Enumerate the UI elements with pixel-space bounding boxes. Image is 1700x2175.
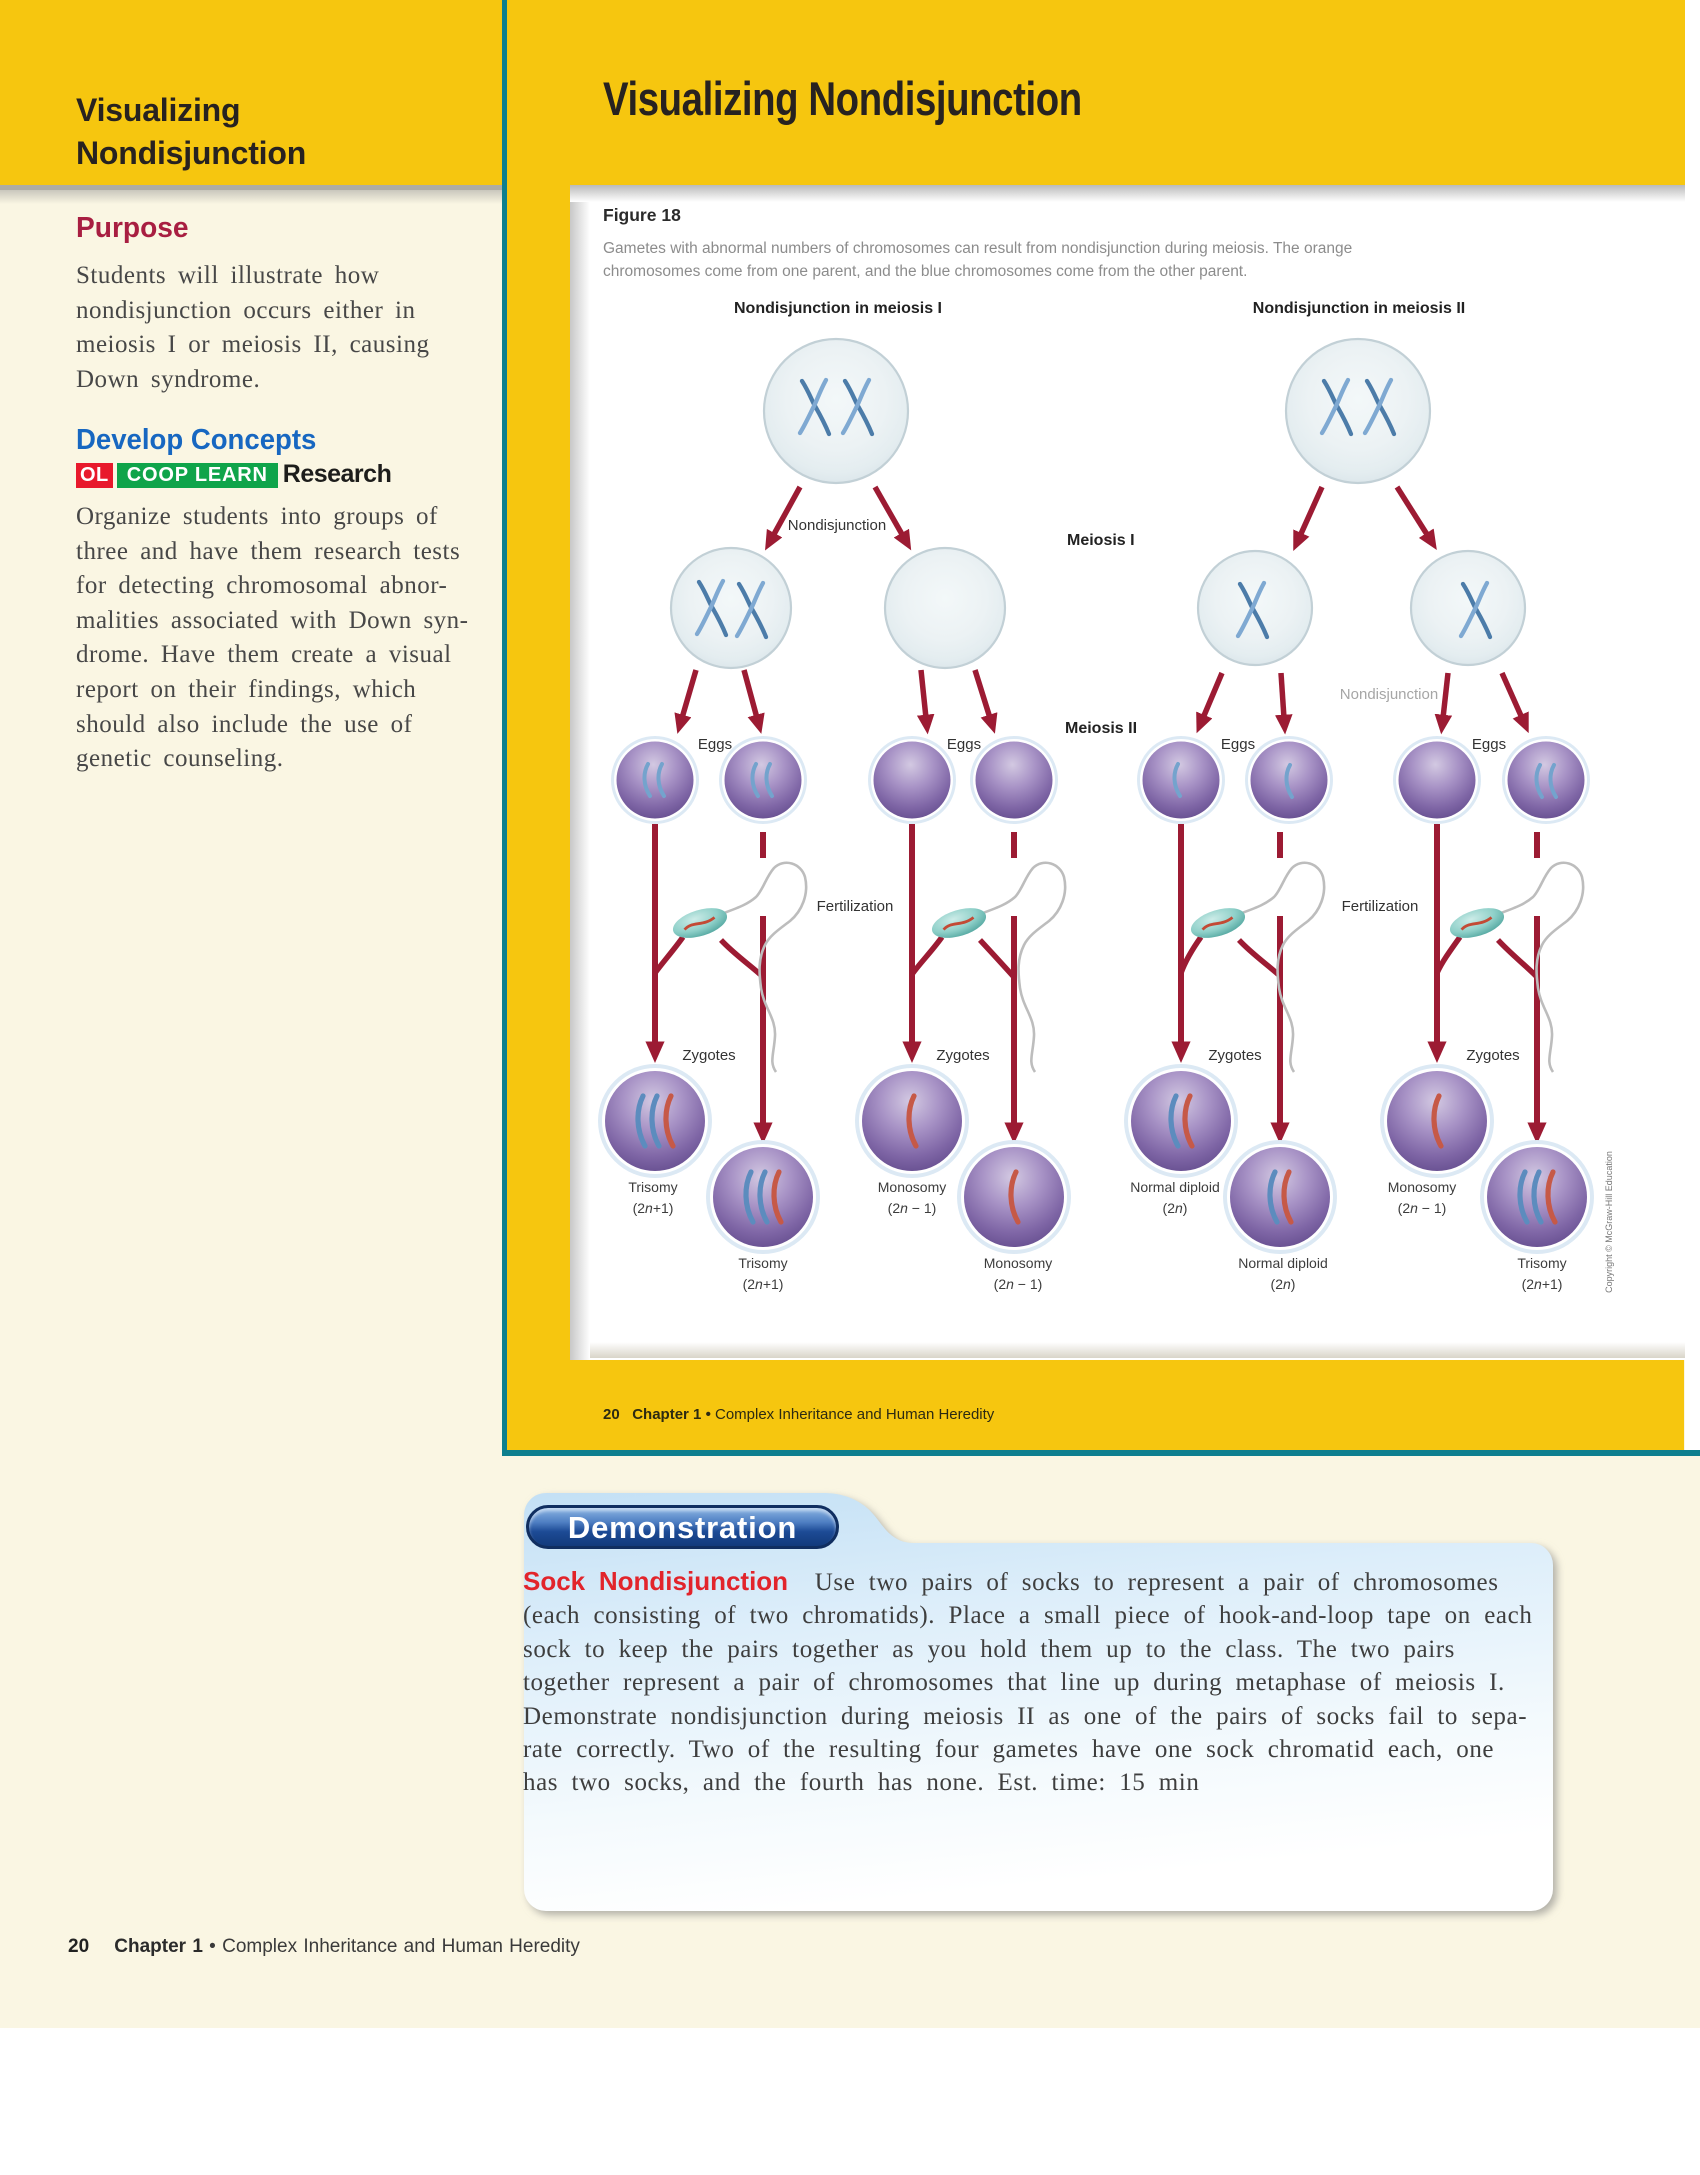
svg-text:Normal diploid: Normal diploid [1130, 1179, 1219, 1195]
svg-text:Nondisjunction in meiosis I: Nondisjunction in meiosis I [734, 300, 942, 317]
svg-text:Monosomy: Monosomy [1388, 1179, 1456, 1195]
svg-text:Zygotes: Zygotes [936, 1047, 989, 1064]
svg-text:(2n): (2n) [1271, 1276, 1296, 1292]
svg-text:Eggs: Eggs [698, 736, 732, 753]
svg-text:Nondisjunction in meiosis II: Nondisjunction in meiosis II [1253, 300, 1465, 317]
svg-text:Fertilization: Fertilization [1342, 898, 1419, 915]
svg-text:Meiosis I: Meiosis I [1067, 532, 1135, 549]
svg-text:Monosomy: Monosomy [878, 1179, 946, 1195]
svg-text:Normal diploid: Normal diploid [1238, 1255, 1327, 1271]
svg-text:(2n − 1): (2n − 1) [1398, 1200, 1447, 1216]
svg-text:Monosomy: Monosomy [984, 1255, 1052, 1271]
svg-text:Meiosis II: Meiosis II [1065, 720, 1137, 737]
svg-text:Copyright © McGraw-Hill Educat: Copyright © McGraw-Hill Education [1604, 1151, 1614, 1293]
svg-text:Zygotes: Zygotes [682, 1047, 735, 1064]
svg-text:Eggs: Eggs [1221, 736, 1255, 753]
svg-text:(2n+1): (2n+1) [1522, 1276, 1563, 1292]
svg-text:(2n+1): (2n+1) [633, 1200, 674, 1216]
svg-text:(2n): (2n) [1163, 1200, 1188, 1216]
svg-text:Trisomy: Trisomy [628, 1179, 677, 1195]
svg-text:Trisomy: Trisomy [1517, 1255, 1566, 1271]
svg-text:Nondisjunction: Nondisjunction [788, 517, 886, 534]
svg-text:Eggs: Eggs [947, 736, 981, 753]
svg-text:Gametes with abnormal numbers: Gametes with abnormal numbers of chromos… [603, 240, 1352, 257]
svg-text:(2n+1): (2n+1) [743, 1276, 784, 1292]
svg-text:Fertilization: Fertilization [817, 898, 894, 915]
svg-text:chromosomes come from one pare: chromosomes come from one parent, and th… [603, 263, 1247, 280]
svg-text:Nondisjunction: Nondisjunction [1340, 686, 1438, 703]
svg-text:Zygotes: Zygotes [1208, 1047, 1261, 1064]
svg-text:Eggs: Eggs [1472, 736, 1506, 753]
svg-text:(2n − 1): (2n − 1) [888, 1200, 937, 1216]
svg-text:Trisomy: Trisomy [738, 1255, 787, 1271]
svg-text:(2n − 1): (2n − 1) [994, 1276, 1043, 1292]
svg-text:Figure 18: Figure 18 [603, 205, 681, 225]
svg-text:Zygotes: Zygotes [1466, 1047, 1519, 1064]
